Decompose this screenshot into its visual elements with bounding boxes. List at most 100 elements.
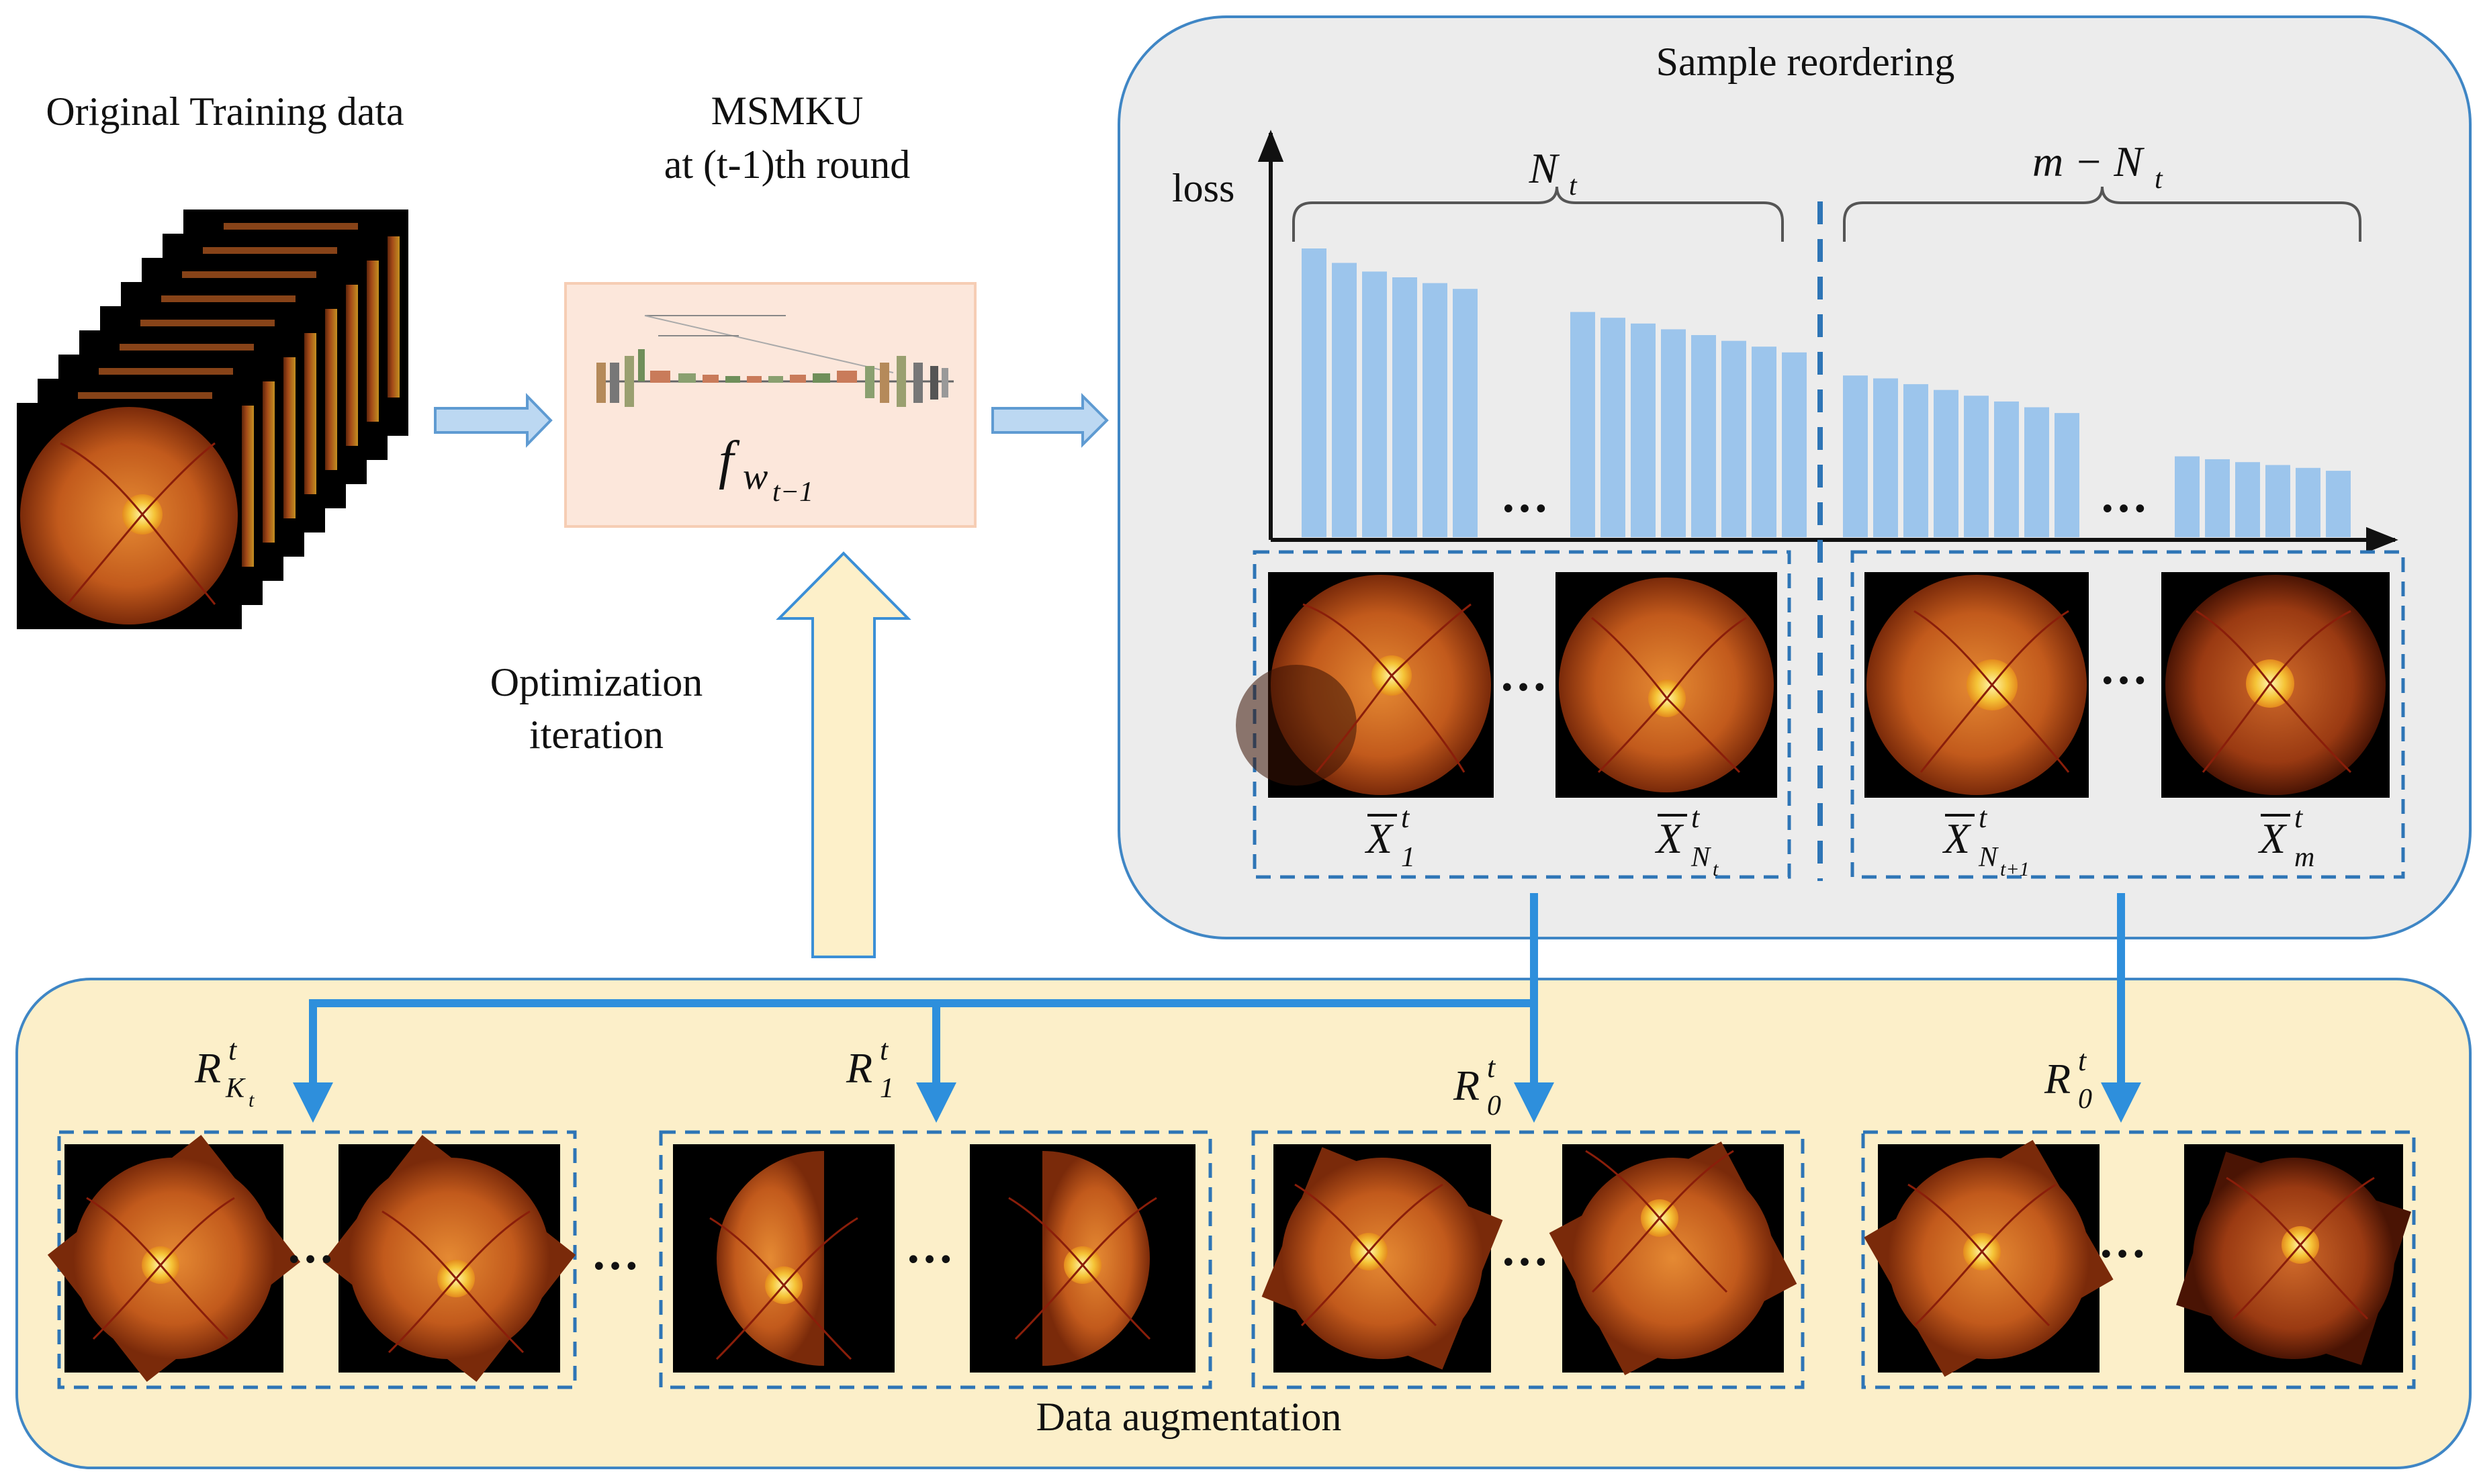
augmented-image-2: [322, 1135, 576, 1382]
loss-bar-g4-3: [2235, 462, 2260, 537]
augmented-image-7: [1864, 1140, 2114, 1377]
loss-bar-g4-6: [2326, 471, 2351, 537]
svg-text:1: 1: [1401, 842, 1415, 873]
model-round-subscript: t−1: [772, 477, 813, 508]
loss-bar-g4-2: [2205, 459, 2230, 537]
loss-bar-g4-4: [2265, 465, 2290, 537]
optimization-label: Optimization: [490, 660, 703, 704]
label-xn: X t N t: [1654, 801, 1719, 880]
augment-box-r0-easy: [1861, 1130, 2416, 1389]
sample-image-xn1: [1864, 572, 2089, 798]
group-left-subscript: t: [1569, 171, 1578, 201]
routing-arrows: [293, 893, 2141, 1123]
loss-bar-g1-5: [1423, 283, 1447, 537]
label-rk: R t K t: [194, 1033, 255, 1111]
svg-text:t: t: [1691, 801, 1701, 834]
msmku-round-label: at (t-1)th round: [664, 142, 911, 187]
svg-text:t: t: [249, 1089, 255, 1111]
bar-ellipsis-right: …: [2100, 469, 2148, 522]
loss-bar-g4-5: [2296, 467, 2320, 537]
group-right-symbol: m − N: [2032, 138, 2145, 185]
augment-ellipsis-2: …: [1500, 1222, 1549, 1276]
label-xm: X t m: [2257, 801, 2314, 873]
loss-bar-g2-4: [1661, 329, 1686, 537]
augment-ellipsis-rk: …: [286, 1219, 334, 1273]
svg-text:R: R: [194, 1044, 221, 1092]
loss-bar-g3-3: [1903, 384, 1928, 537]
svg-text:R: R: [1453, 1062, 1480, 1109]
data-augmentation-panel: [15, 978, 2472, 1469]
sample-image-xm: [2161, 572, 2390, 798]
loss-bar-g1-1: [1302, 248, 1326, 537]
svg-text:R: R: [846, 1044, 872, 1092]
network-architecture-thumbnail: [596, 315, 954, 407]
training-image-stack: [17, 210, 408, 629]
loss-bar-g2-8: [1782, 352, 1807, 537]
augmented-image-6: [1549, 1141, 1797, 1376]
iteration-label: iteration: [529, 712, 664, 757]
loss-bar-g3-5: [1964, 396, 1989, 537]
loss-bar-g3-1: [1843, 375, 1868, 537]
svg-text:0: 0: [1487, 1091, 1501, 1121]
svg-text:X: X: [1654, 815, 1684, 862]
brace-right-group: [1843, 186, 2361, 242]
svg-text:N: N: [1690, 842, 1711, 873]
image-ellipsis-left: …: [1499, 647, 1547, 701]
svg-text:t: t: [1979, 801, 1988, 834]
svg-text:R: R: [2044, 1055, 2071, 1103]
data-augmentation-title: Data augmentation: [1036, 1395, 1342, 1439]
loss-bar-g2-5: [1691, 335, 1716, 537]
loss-bar-g1-3: [1362, 271, 1387, 537]
svg-text:t: t: [1713, 858, 1719, 880]
brace-left-group: [1292, 186, 1784, 242]
svg-text:t: t: [1401, 801, 1410, 834]
group-right-subscript: t: [2155, 164, 2163, 195]
loss-bar-g4-1: [2175, 456, 2200, 537]
loss-bar-g2-6: [1721, 340, 1746, 537]
loss-bar-g2-2: [1600, 318, 1625, 537]
label-xn1: X t N t+1: [1942, 801, 2030, 880]
loss-bar-g3-7: [2024, 407, 2049, 537]
loss-bar-g1-4: [1392, 277, 1417, 537]
loss-bar-g2-3: [1631, 323, 1656, 537]
svg-text:N: N: [1978, 842, 1999, 873]
arrow-to-model: [434, 393, 553, 448]
svg-text:X: X: [1364, 815, 1394, 862]
loss-bar-g3-4: [1934, 389, 1958, 537]
loss-bar-g3-2: [1873, 378, 1898, 537]
arrow-to-reordering: [991, 393, 1109, 448]
label-r1: R t 1: [846, 1033, 894, 1104]
svg-text:X: X: [2257, 815, 2288, 862]
easy-samples-box: [1850, 550, 2405, 879]
augmented-image-5: [1261, 1144, 1503, 1373]
loss-bar-g3-6: [1994, 401, 2019, 537]
svg-text:t+1: t+1: [2000, 858, 2030, 880]
augmented-image-1: [47, 1135, 301, 1382]
label-r0-easy: R t 0: [2044, 1044, 2092, 1115]
augmented-image-3: [673, 1144, 895, 1373]
svg-text:t: t: [2294, 801, 2304, 834]
original-training-data-label: Original Training data: [46, 89, 404, 134]
svg-text:m: m: [2294, 842, 2314, 873]
augment-box-r1: [659, 1130, 1212, 1389]
loss-bar-g2-7: [1752, 346, 1776, 537]
svg-text:t: t: [2078, 1044, 2087, 1077]
augmented-image-4: [970, 1144, 1196, 1373]
loss-bar-g2-1: [1570, 312, 1595, 537]
model-w-symbol: w: [743, 456, 768, 498]
loss-axis-label: loss: [1172, 166, 1234, 210]
optimization-arrow: [776, 551, 911, 958]
svg-text:t: t: [880, 1033, 889, 1066]
svg-text:t: t: [228, 1033, 238, 1066]
augment-ellipsis-3: …: [2098, 1214, 2147, 1268]
loss-bar-g1-2: [1332, 263, 1357, 537]
augmented-images: … … … …: [47, 1135, 2411, 1382]
loss-bar-g3-8: [2055, 413, 2079, 537]
label-r0-hard: R t 0: [1453, 1051, 1501, 1121]
image-ellipsis-right: …: [2100, 641, 2148, 694]
svg-text:t: t: [1487, 1051, 1496, 1084]
augment-ellipsis-1: …: [905, 1219, 954, 1273]
augmented-image-8: [2176, 1144, 2411, 1373]
bar-ellipsis-left: …: [1500, 469, 1549, 522]
